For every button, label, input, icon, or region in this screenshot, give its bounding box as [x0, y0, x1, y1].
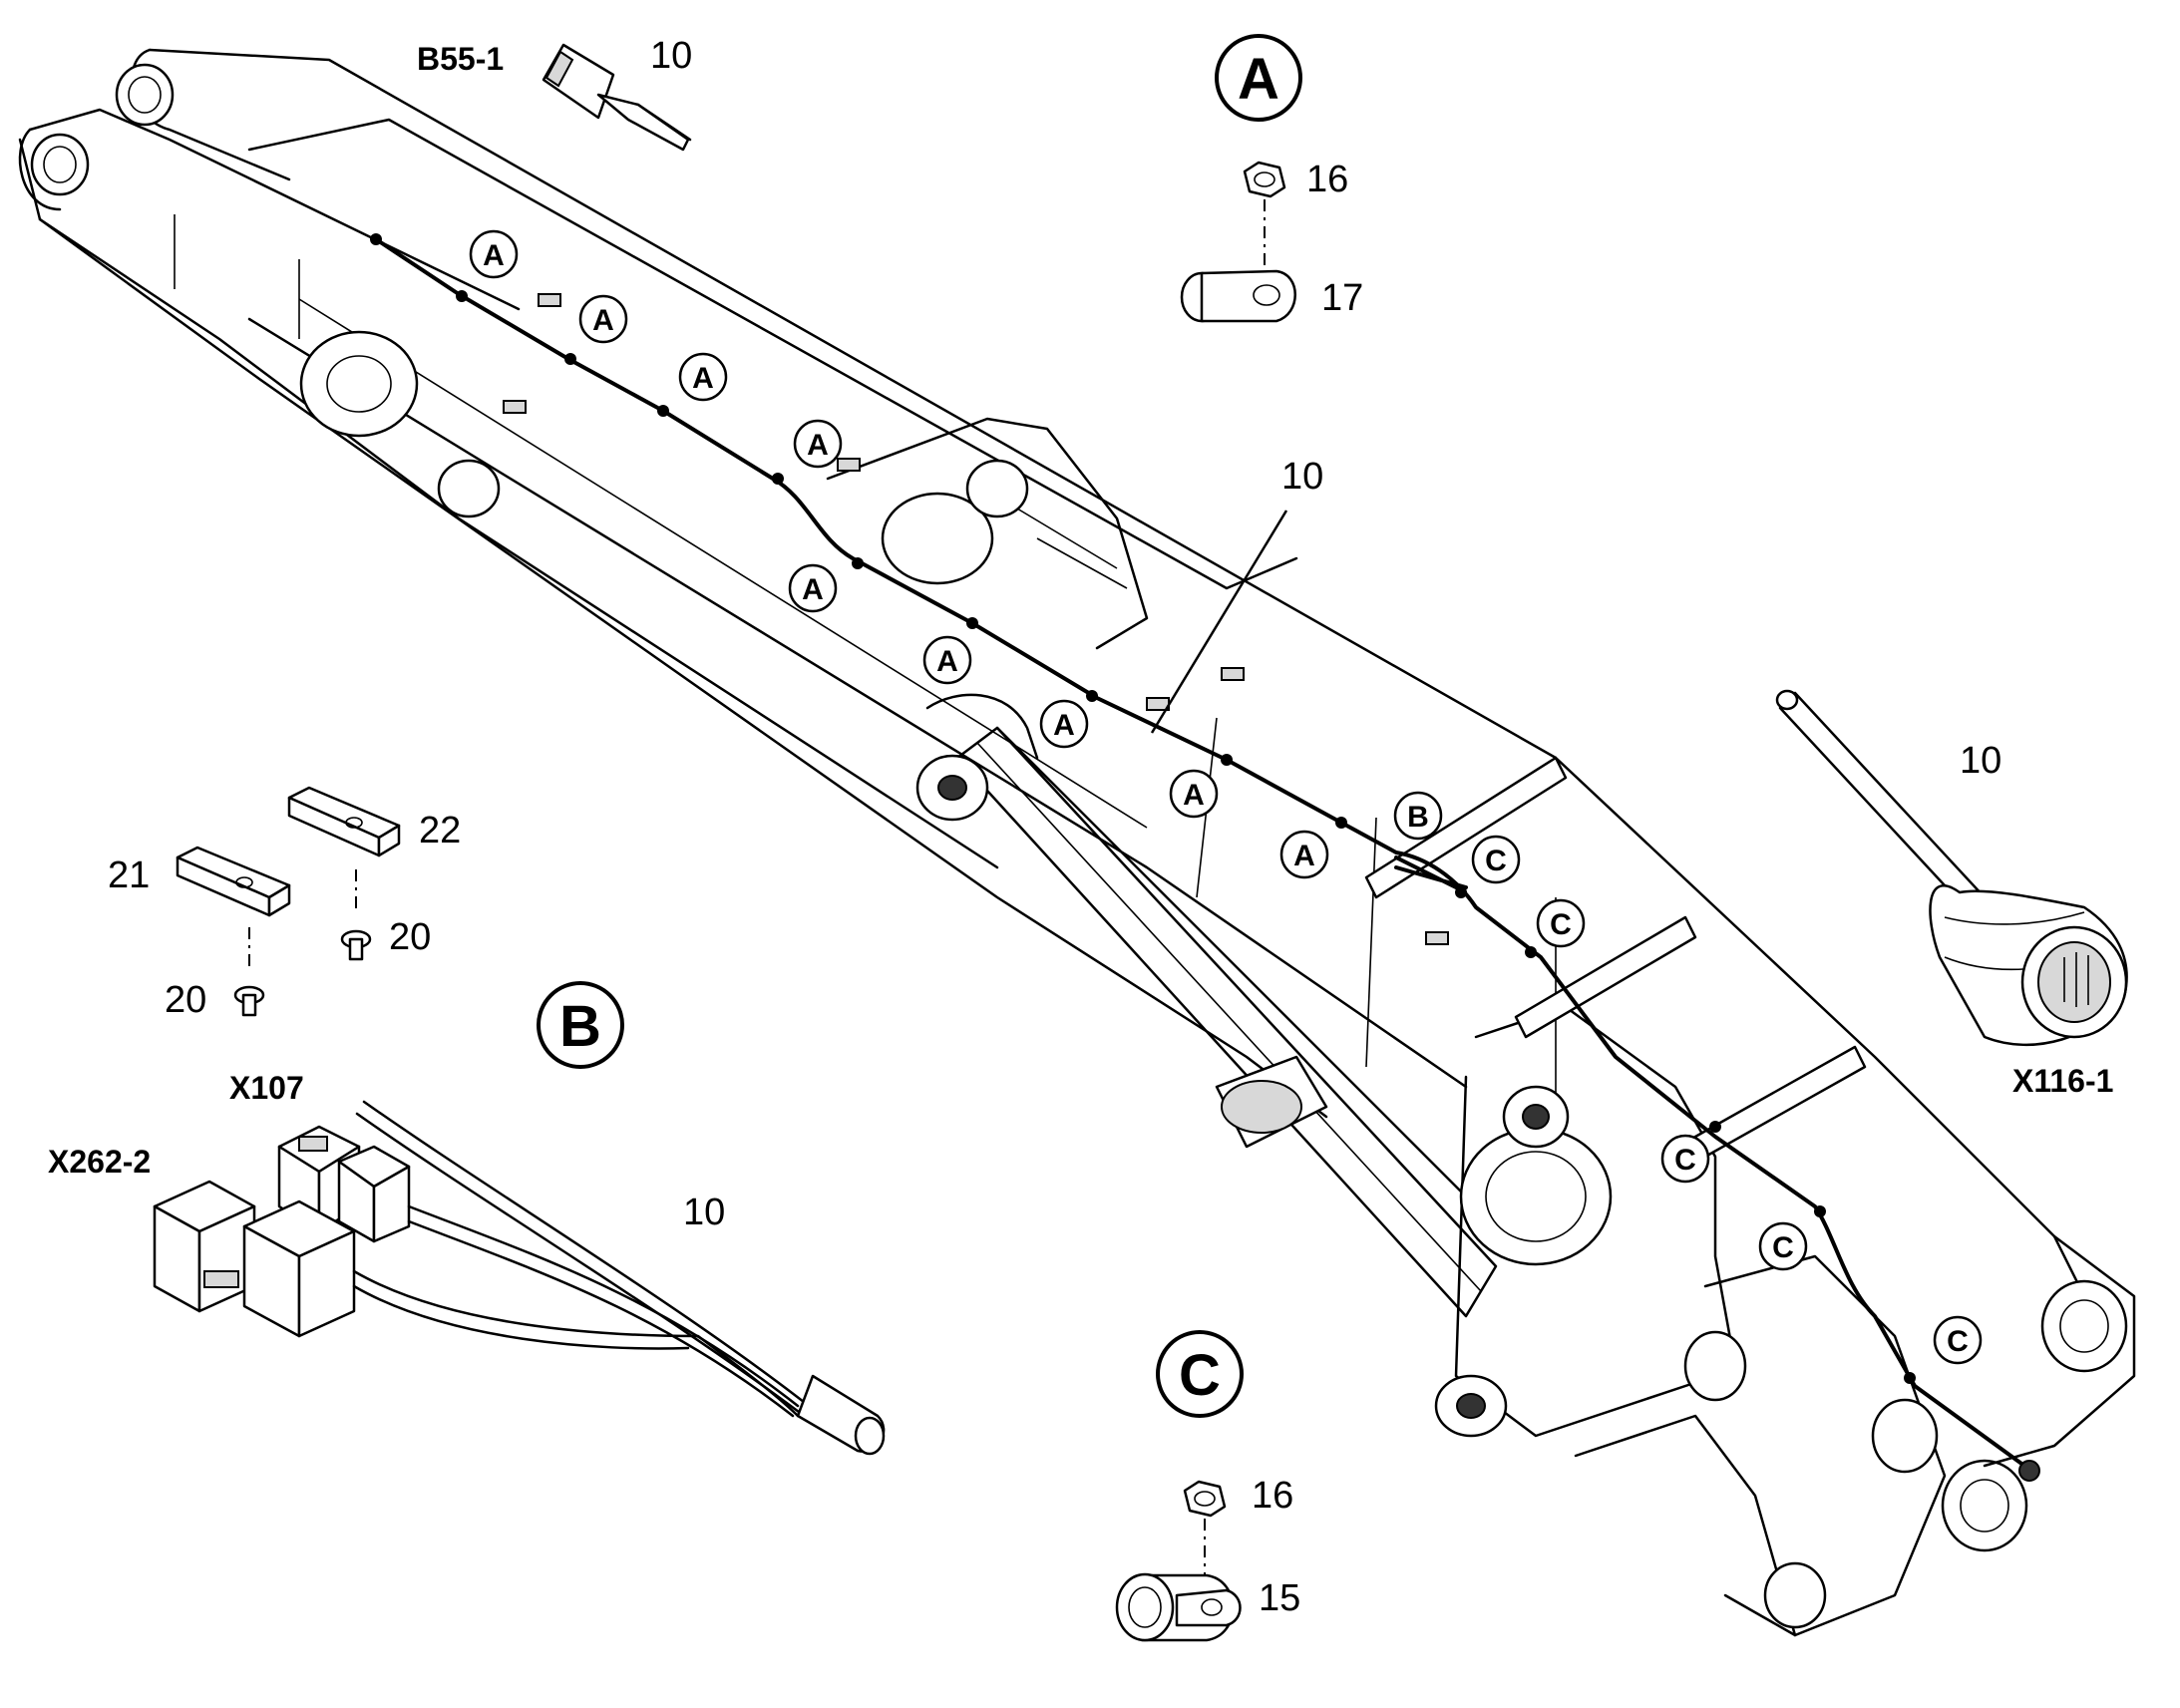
callout-a-4: A	[793, 419, 843, 469]
callout-a-6: A	[922, 635, 972, 685]
main-harness-cable	[370, 233, 2040, 1482]
callout-a-7: A	[1039, 699, 1089, 749]
main-harness-label: 10	[1281, 456, 1323, 498]
svg-text:C: C	[1485, 845, 1507, 877]
callout-a-5: A	[788, 563, 838, 613]
svg-text:A: A	[802, 573, 824, 606]
plate-assembly: 22 21 20 20	[108, 786, 461, 1021]
x116-1-code: X116-1	[2012, 1063, 2113, 1099]
svg-text:A: A	[936, 645, 958, 678]
detail-a: A 16 17	[1180, 34, 1363, 323]
callout-a-8: A	[1169, 769, 1219, 819]
detail-a-nut-item: 16	[1306, 159, 1348, 200]
callout-c-2: C	[1536, 898, 1586, 948]
callout-a-3: A	[678, 352, 728, 402]
svg-text:A: A	[807, 429, 829, 462]
screw-20-lower-item: 20	[165, 979, 206, 1021]
callout-c-5: C	[1933, 1315, 1983, 1365]
screw-20-upper-item: 20	[389, 916, 431, 958]
detail-a-clamp-item: 17	[1321, 277, 1363, 319]
callout-c-1: C	[1471, 835, 1521, 884]
detail-a-letter: A	[1238, 47, 1279, 112]
detail-c-letter: C	[1179, 1343, 1221, 1408]
svg-text:C: C	[1772, 1231, 1794, 1264]
svg-text:C: C	[1947, 1325, 1969, 1358]
detail-b: B X107 X262-2 10	[48, 981, 886, 1456]
harness-callouts: A A A A A A A A A B C C C C C 10	[469, 229, 1983, 1365]
detail-c: C 16 15	[1115, 1330, 1300, 1642]
b55-1-sensor: B55-1 10	[417, 35, 692, 152]
callout-a-2: A	[578, 294, 628, 344]
plate-22-item: 22	[419, 810, 461, 852]
callout-a-9: A	[1279, 830, 1329, 879]
callout-c-4: C	[1758, 1221, 1808, 1271]
b55-1-item: 10	[650, 35, 692, 77]
x116-1-item: 10	[1960, 740, 2001, 782]
screw-icon	[340, 929, 372, 961]
harness-clips	[370, 233, 1916, 1384]
svg-text:A: A	[1183, 779, 1205, 812]
svg-text:A: A	[592, 304, 614, 337]
x116-1-connector: 10 X116-1	[1775, 689, 2128, 1099]
callout-b-1: B	[1393, 791, 1443, 841]
plate-21-item: 21	[108, 854, 150, 896]
harness-b-item: 10	[683, 1192, 725, 1233]
svg-text:B: B	[1407, 801, 1429, 834]
detail-c-nut-item: 16	[1252, 1475, 1293, 1517]
x262-2-code: X262-2	[48, 1144, 151, 1180]
b55-1-code: B55-1	[417, 41, 504, 77]
callout-a-1: A	[469, 229, 519, 279]
x107-code: X107	[229, 1070, 304, 1106]
svg-text:C: C	[1550, 908, 1572, 941]
boom-arm	[18, 48, 2136, 1637]
svg-text:A: A	[692, 362, 714, 395]
detail-c-clamp-item: 15	[1259, 1577, 1300, 1619]
svg-text:A: A	[1053, 709, 1075, 742]
svg-text:A: A	[483, 239, 505, 272]
screw-icon	[233, 985, 265, 1017]
svg-text:C: C	[1674, 1144, 1696, 1177]
callout-c-3: C	[1660, 1134, 1710, 1184]
svg-text:A: A	[1293, 840, 1315, 872]
detail-b-letter: B	[559, 994, 601, 1059]
